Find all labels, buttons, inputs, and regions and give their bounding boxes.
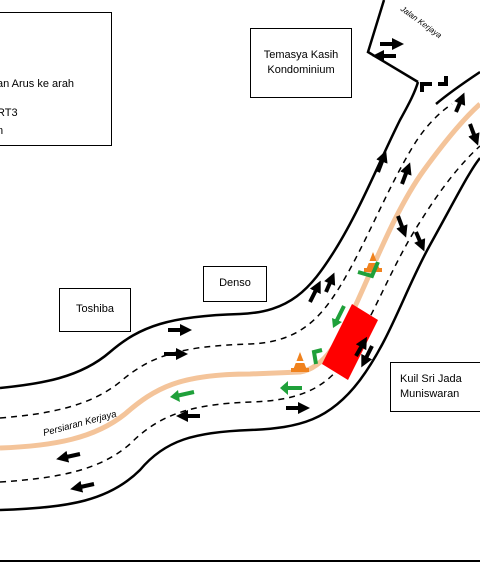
road-edge-outer-top: [0, 81, 420, 390]
legend-line-1: an Arus ke arah: [0, 78, 75, 90]
black-arrow-icon: [56, 38, 480, 493]
label-toshiba: Toshiba: [59, 288, 131, 332]
road-edge-outer-bottom: [0, 157, 480, 512]
green-arrow-icon: [170, 390, 195, 402]
label-denso-text: Denso: [219, 277, 251, 289]
green-arrow-icon: [311, 348, 323, 365]
black-arrow-icon: [420, 82, 432, 92]
closure-block-icon: [322, 304, 378, 380]
green-arrow-icon: [332, 305, 346, 328]
legend-line-3: n: [0, 125, 4, 137]
traffic-cone-icon: [291, 352, 309, 372]
legend-line-2: RT3: [0, 107, 18, 119]
lane-divider-top: [0, 103, 453, 419]
label-kuil-sri-jada: Kuil Sri Jada Muniswaran: [390, 362, 480, 412]
road-label-jalan: Jalan Kerjaya: [398, 4, 444, 41]
label-denso: Denso: [203, 266, 267, 302]
green-arrow-icon: [357, 261, 380, 279]
black-arrow-icon: [438, 76, 448, 86]
lane-divider-bottom: [0, 145, 480, 483]
label-temasya-kasih: Temasya Kasih Kondominium: [250, 28, 352, 98]
label-toshiba-text: Toshiba: [76, 303, 114, 315]
label-kuil-line2: Muniswaran: [400, 388, 460, 400]
side-road-edge-right: [435, 70, 480, 105]
label-temasya-line1: Temasya Kasih: [263, 49, 339, 61]
label-temasya-line2: Kondominium: [267, 64, 335, 76]
green-arrow-icon: [280, 381, 302, 395]
side-road-edge-left: [366, 0, 419, 84]
legend-box: an Arus ke arah RT3 n: [0, 12, 112, 146]
label-kuil-line1: Kuil Sri Jada: [400, 373, 462, 385]
